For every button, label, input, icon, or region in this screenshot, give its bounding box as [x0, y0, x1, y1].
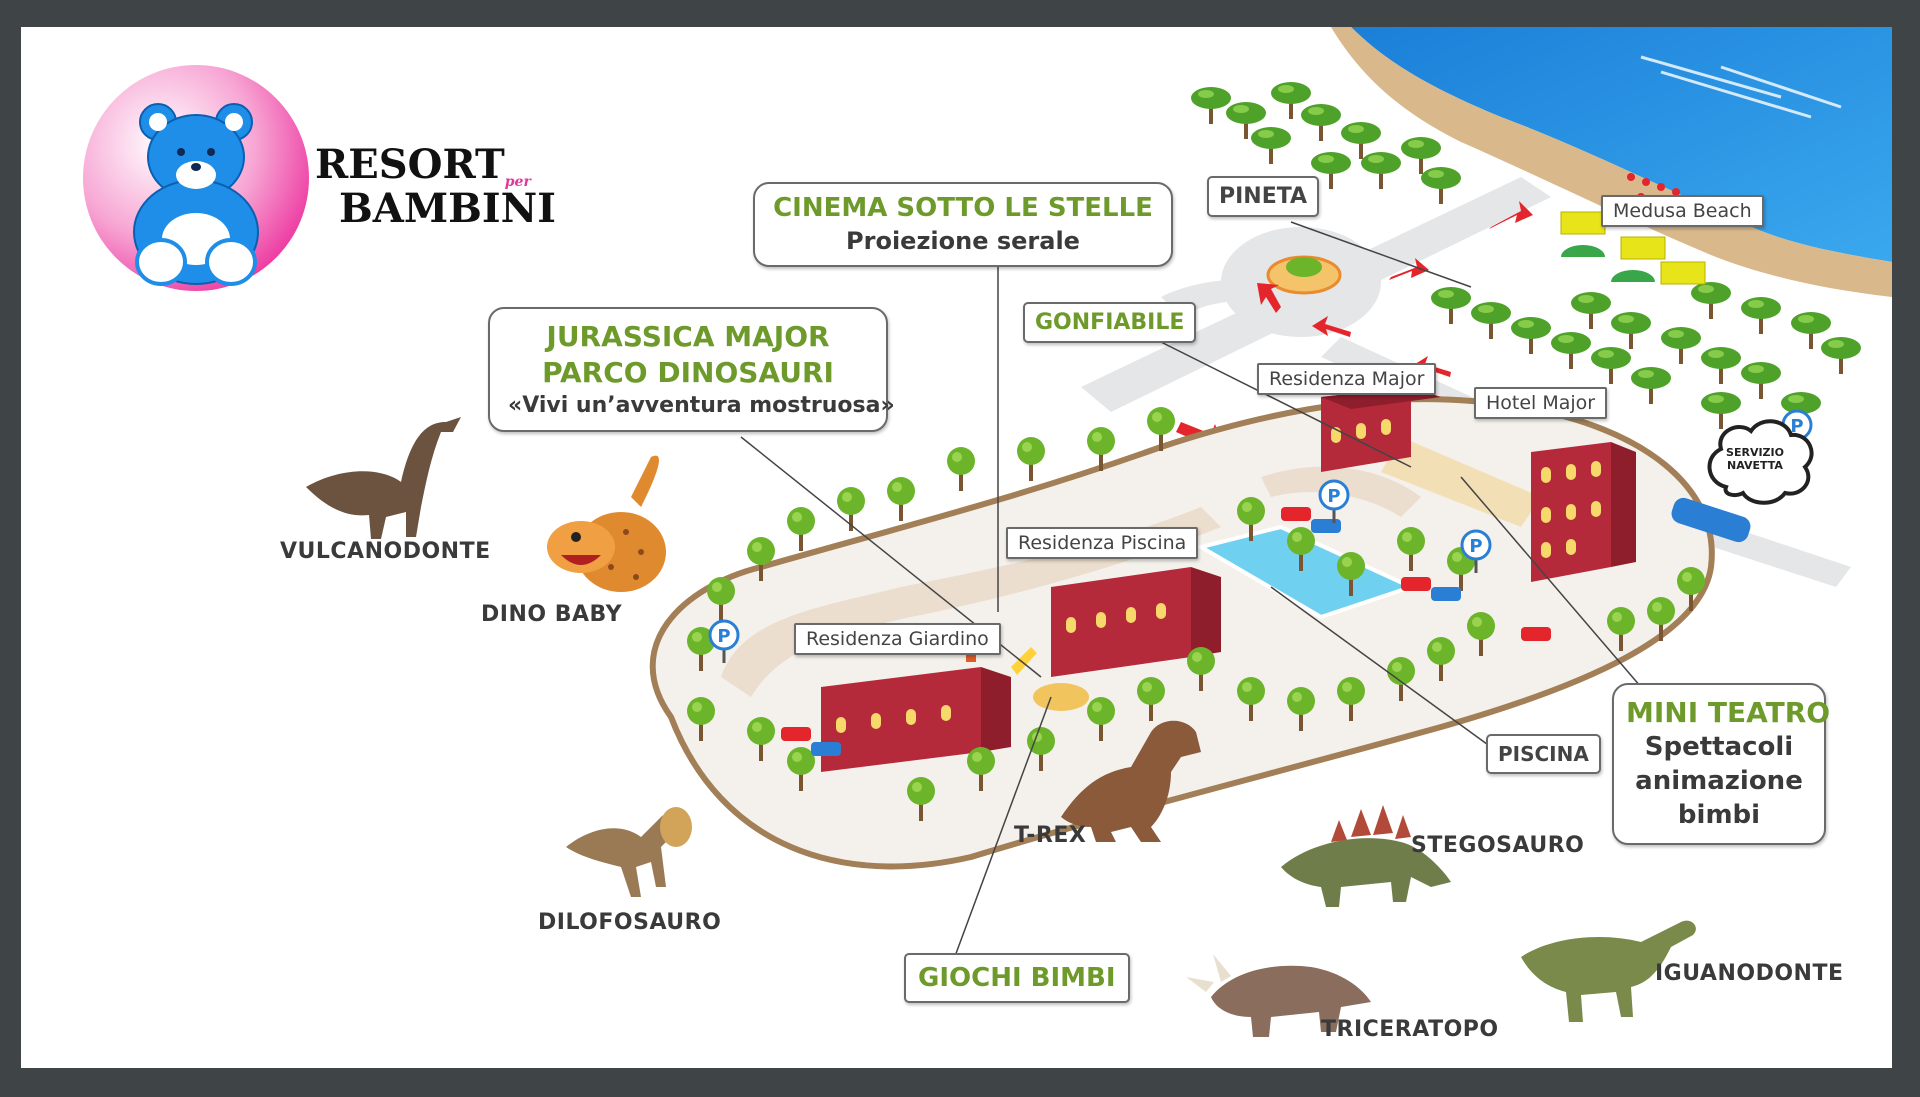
- giochi-bimbi-label: GIOCHI BIMBI: [904, 953, 1130, 1003]
- hotel-major-label: Hotel Major: [1474, 387, 1608, 419]
- logo-line2: BAMBINI: [339, 185, 556, 232]
- residenza-giardino-label: Residenza Giardino: [794, 623, 1001, 655]
- dino-name-iguanodonte: IGUANODONTE: [1655, 961, 1844, 986]
- resort-map: P: [83, 27, 1892, 1037]
- building-residenza-piscina: [1051, 567, 1221, 677]
- dino-name-dilofosauro: DILOFOSAURO: [538, 910, 722, 935]
- gonfiabile-label: GONFIABILE: [1023, 302, 1197, 343]
- servizio-line2: NAVETTA: [1727, 458, 1783, 472]
- servizio-line1: SERVIZIO: [1726, 446, 1784, 459]
- stegosauro-figure: [1281, 805, 1451, 907]
- beach: [1331, 27, 1892, 297]
- dino-name-triceratopo: TRICERATOPO: [1321, 1017, 1499, 1042]
- iguanodonte-figure: [1521, 920, 1696, 1022]
- dilofosauro-figure: [566, 807, 692, 897]
- dino-name-stegosauro: STEGOSAURO: [1411, 833, 1585, 858]
- jurassica-line1: JURASSICA MAJOR: [546, 320, 830, 353]
- t-rex-figure: [1061, 720, 1201, 842]
- logo-per: per: [504, 174, 531, 190]
- piscina-label: PISCINA: [1486, 734, 1601, 774]
- dino-name-vulcanodonte: VULCANODONTE: [280, 539, 491, 564]
- dino-name-dino-baby: DINO BABY: [481, 602, 623, 627]
- triceratopo-figure: [1186, 954, 1371, 1037]
- mini-teatro-line3: bimbi: [1677, 799, 1761, 830]
- logo-line1: RESORT: [315, 141, 505, 188]
- dino-name-t-rex: T-REX: [1014, 823, 1087, 848]
- cars: [781, 497, 1751, 756]
- logo-emblem: [83, 65, 309, 291]
- mini-teatro-line1: Spettacoli: [1644, 732, 1794, 763]
- residenza-piscina-label: Residenza Piscina: [1006, 527, 1199, 559]
- residenza-major-label: Residenza Major: [1257, 363, 1437, 395]
- servizio-navetta-cloud: [1707, 419, 1814, 505]
- cinema-title: CINEMA SOTTO LE STELLE: [773, 193, 1153, 223]
- jurassica-line3: «Vivi un’avventura mostruosa»: [508, 392, 895, 418]
- jurassica-callout: JURASSICA MAJOR PARCO DINOSAURI «Vivi un…: [488, 307, 895, 433]
- mini-teatro-callout: MINI TEATRO Spettacoli animazione bimbi: [1612, 683, 1831, 845]
- pineta-label: PINETA: [1207, 176, 1320, 217]
- map-frame: P: [21, 27, 1892, 1068]
- mini-teatro-title: MINI TEATRO: [1626, 696, 1831, 729]
- servizio-navetta-label: SERVIZIO NAVETTA: [1711, 435, 1799, 503]
- dino-baby-figure: [547, 455, 666, 592]
- mini-teatro-line2: animazione: [1635, 766, 1803, 797]
- cinema-subtitle: Proiezione serale: [846, 226, 1080, 255]
- logo-title: RESORTper BAMBINI: [315, 145, 556, 229]
- building-residenza-giardino: [821, 667, 1011, 772]
- cinema-callout: CINEMA SOTTO LE STELLE Proiezione serale: [753, 182, 1173, 267]
- vulcanodonte-figure: [306, 417, 461, 539]
- jurassica-line2: PARCO DINOSAURI: [542, 356, 834, 390]
- beach-facilities: [1560, 173, 1706, 285]
- medusa-beach-label: Medusa Beach: [1601, 195, 1764, 227]
- building-hotel-major: [1531, 442, 1636, 582]
